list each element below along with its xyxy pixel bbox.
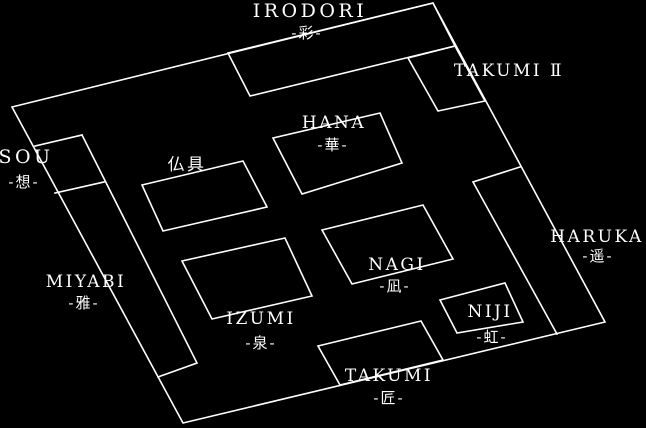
area-takumi-outline (316, 320, 445, 386)
label-irodori: IRODORI (253, 0, 368, 22)
label-hana-kanji: -華- (317, 136, 348, 154)
label-miyabi-kanji: -雅- (68, 294, 99, 312)
sou-divider-line (54, 181, 105, 194)
area-butsugu-outline (140, 160, 269, 232)
area-takumi2-outline (406, 45, 487, 112)
area-hana-outline (271, 112, 404, 195)
label-takumi: TAKUMI (345, 366, 433, 386)
label-izumi: IZUMI (226, 309, 295, 329)
label-irodori-kanji: -彩- (291, 24, 322, 42)
label-izumi-kanji: -泉- (245, 334, 276, 352)
label-nagi: NAGI (368, 255, 425, 275)
area-nagi-outline (320, 204, 455, 285)
label-sou-kanji: -想- (8, 173, 39, 191)
label-haruka-kanji: -遥- (582, 247, 613, 265)
label-takumi2: TAKUMI Ⅱ (454, 61, 564, 81)
label-niji-kanji: -虹- (476, 328, 507, 346)
sou-top-partition-line (34, 134, 83, 147)
label-miyabi: MIYABI (46, 272, 127, 292)
label-hana: HANA (302, 113, 366, 133)
label-haruka: HARUKA (550, 227, 644, 247)
label-sou: SOU (0, 146, 54, 168)
label-takumi-kanji: -匠- (373, 389, 404, 407)
label-butsugu: 仏具 (168, 155, 207, 175)
right-corridor-inner-line (471, 165, 559, 336)
area-izumi-outline (180, 237, 314, 320)
left-corridor-inner-line (80, 133, 199, 379)
label-niji: NIJI (467, 302, 512, 322)
area-niji-outline (438, 282, 525, 334)
label-nagi-kanji: -凪- (379, 277, 410, 295)
